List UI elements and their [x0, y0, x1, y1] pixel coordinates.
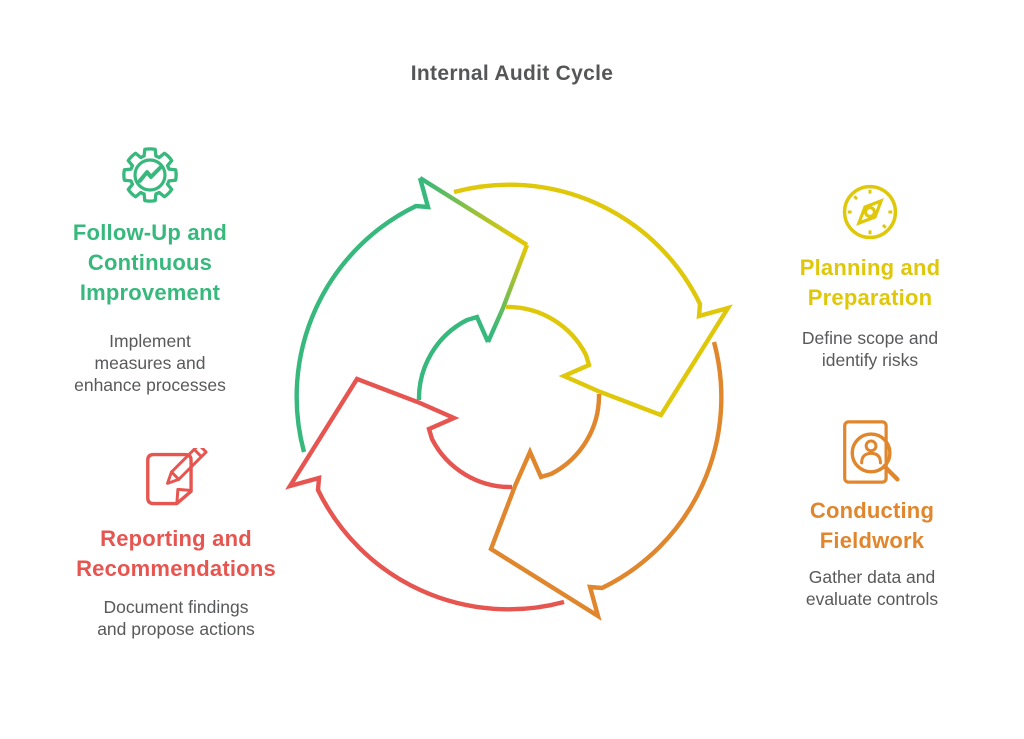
cycle-arrow-reporting [285, 376, 565, 612]
magnifier-document-icon [843, 420, 900, 484]
compass-icon [842, 184, 898, 240]
step-title: Conducting Fieldwork [809, 498, 935, 553]
step-description: Implement measures and enhance processes [74, 331, 226, 395]
step-description: Gather data and evaluate controls [805, 567, 939, 609]
step-follow-up: Follow-Up and Continuous Improvement Imp… [38, 146, 262, 396]
cycle-arrow-planning [453, 182, 733, 418]
step-title: Follow-Up and Continuous Improvement [72, 220, 228, 305]
step-planning: Planning and Preparation Define scope an… [748, 183, 992, 371]
step-title: Planning and Preparation [799, 255, 941, 310]
step-description: Define scope and identify risks [801, 328, 939, 370]
step-reporting: Reporting and Recommendations Document f… [44, 448, 308, 640]
gear-chart-icon [122, 147, 178, 203]
step-description: Document findings and propose actions [97, 597, 255, 639]
cycle-arrow-follow-up [294, 176, 530, 453]
cycle-arrow-fieldwork [488, 341, 724, 621]
page-title: Internal Audit Cycle [410, 62, 614, 85]
pencil-document-icon [146, 448, 208, 506]
step-fieldwork: Conducting Fieldwork Gather data and eva… [750, 420, 994, 610]
step-title: Reporting and Recommendations [76, 526, 276, 581]
